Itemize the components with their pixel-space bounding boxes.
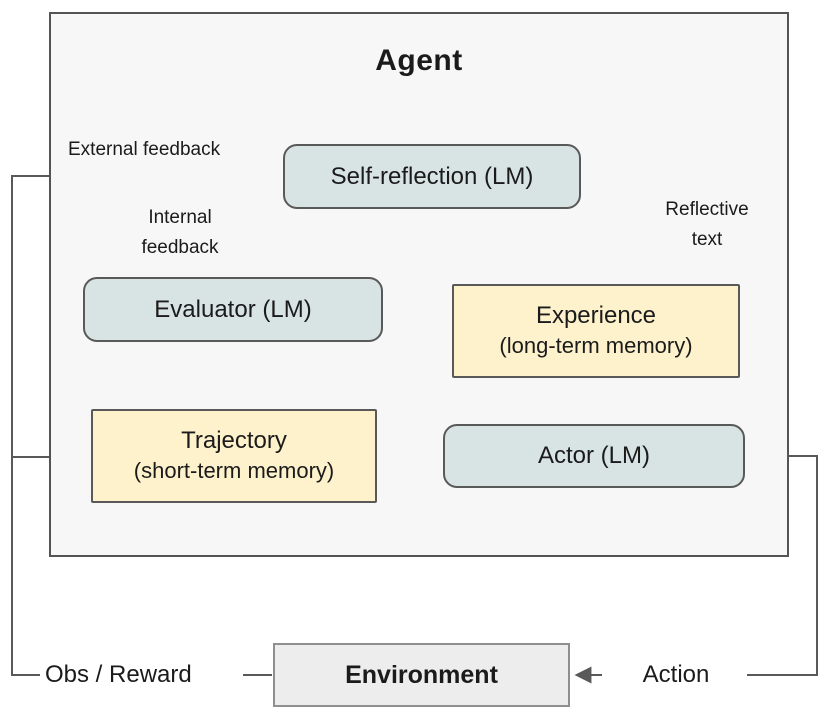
node-trajectory: Trajectory (short-term memory)	[91, 409, 377, 503]
node-evaluator: Evaluator (LM)	[83, 277, 383, 342]
node-evaluator-label: Evaluator (LM)	[154, 295, 312, 323]
label-internal-feedback-line2: feedback	[141, 237, 219, 258]
label-reflective-text-line1: Reflective	[665, 199, 749, 220]
node-experience-label: Experience	[535, 302, 657, 329]
node-environment: Environment	[273, 643, 570, 707]
node-trajectory-label: Trajectory	[181, 427, 287, 454]
label-external-feedback: External feedback	[68, 139, 221, 160]
label-obs-reward: Obs / Reward	[45, 661, 192, 688]
label-internal-feedback: Internal feedback	[125, 203, 235, 263]
node-experience: Experience (long-term memory)	[452, 284, 740, 378]
label-action: Action	[642, 661, 710, 688]
agent-title: Agent	[375, 44, 463, 77]
node-self-reflection-label: Self-reflection (LM)	[330, 162, 534, 190]
node-experience-sublabel: (long-term memory)	[499, 333, 693, 358]
node-actor-label: Actor (LM)	[537, 442, 650, 469]
node-trajectory-sublabel: (short-term memory)	[133, 458, 335, 483]
node-actor: Actor (LM)	[443, 424, 745, 488]
node-self-reflection: Self-reflection (LM)	[283, 144, 581, 209]
node-environment-label: Environment	[345, 660, 498, 689]
label-reflective-text-line2: text	[691, 229, 723, 250]
label-reflective-text: Reflective text	[652, 195, 762, 255]
label-internal-feedback-line1: Internal	[148, 207, 212, 228]
